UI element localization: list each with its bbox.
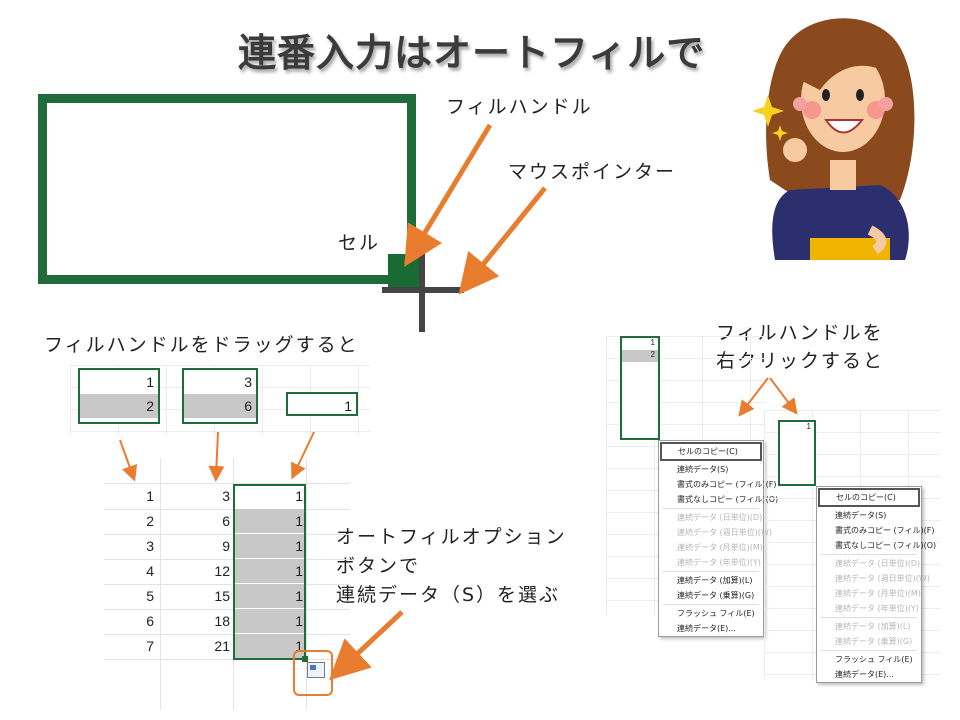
context-menu-item[interactable]: 連続データ (月単位)(M) — [677, 543, 763, 552]
table-row: 1 3 1 — [104, 484, 350, 510]
rc-range-2: 1 — [778, 420, 816, 486]
cell-value: 6 — [184, 394, 256, 418]
context-menu-item[interactable]: 連続データ (乗算)(G) — [835, 637, 913, 646]
table-cell: 15 — [214, 588, 230, 604]
label-option-1: オートフィルオプション — [336, 526, 567, 548]
context-menu-item[interactable]: 連続データ (加算)(L) — [835, 622, 911, 631]
context-menu-item[interactable]: フラッシュ フィル(E) — [677, 609, 755, 618]
cell-value: 1 — [650, 338, 655, 347]
context-menu-item[interactable]: 連続データ(S) — [835, 511, 887, 520]
arrow-right-click-right — [769, 377, 798, 415]
arrow-to-fill-handle — [404, 123, 493, 267]
context-menu-item[interactable]: 連続データ(E)... — [835, 670, 894, 679]
context-menu-item[interactable]: 連続データ (週日単位)(W) — [677, 528, 772, 537]
table-cell: 1 — [295, 613, 303, 629]
context-menu-item[interactable]: 書式のみコピー (フィル)(F) — [677, 480, 777, 489]
before-range-2: 3 6 — [182, 368, 258, 424]
table-cell: 6 — [222, 513, 230, 529]
table-cell: 3 — [146, 538, 154, 554]
table-cell: 3 — [222, 488, 230, 504]
context-menu-1: セルのコピー(C) 連続データ(S) 書式のみコピー (フィル)(F) 書式なしコピー… — [658, 440, 779, 637]
cell-value: 2 — [622, 350, 658, 362]
table-cell: 2 — [146, 513, 154, 529]
context-menu-2: セルのコピー(C) 連続データ(S) 書式のみコピー (フィル)(F) 書式なしコピー… — [816, 486, 937, 683]
table-cell: 12 — [214, 563, 230, 579]
table-cell: 1 — [295, 538, 303, 554]
autofill-options-icon — [310, 665, 316, 670]
label-mouse-pointer: マウスポインター — [508, 161, 677, 183]
result-selection — [233, 484, 306, 660]
table-cell: 7 — [146, 638, 154, 654]
context-menu-item[interactable]: 連続データ (日単位)(D) — [835, 559, 921, 568]
table-cell: 1 — [295, 638, 303, 654]
label-option-2: ボタンで — [336, 555, 421, 577]
context-menu-item[interactable]: 連続データ (加算)(L) — [677, 576, 753, 585]
label-drag-fill: フィルハンドルをドラッグすると — [44, 334, 359, 356]
rc-range-1: 1 2 — [620, 336, 660, 440]
context-menu-item[interactable]: 書式なしコピー (フィル)(O) — [677, 495, 779, 504]
context-menu-item[interactable]: セルのコピー(C) — [660, 442, 762, 461]
table-cell: 1 — [295, 513, 303, 529]
table-row: 4 12 1 — [104, 559, 350, 585]
autofill-options-button[interactable] — [307, 662, 325, 678]
table-cell: 4 — [146, 563, 154, 579]
table-cell: 9 — [222, 538, 230, 554]
context-menu-item[interactable]: 連続データ (日単位)(D) — [677, 513, 763, 522]
cell-value: 2 — [80, 394, 158, 418]
mouse-pointer-cross-v — [419, 250, 425, 332]
table-row: 5 15 1 — [104, 584, 350, 610]
table-cell: 1 — [146, 488, 154, 504]
context-menu-item[interactable]: 書式のみコピー (フィル)(F) — [835, 526, 935, 535]
context-menu-item[interactable]: 連続データ (年単位)(Y) — [677, 558, 761, 567]
context-menu-item[interactable]: セルのコピー(C) — [818, 488, 920, 507]
context-menu-item[interactable]: 書式なしコピー (フィル)(O) — [835, 541, 937, 550]
table-row: 6 18 1 — [104, 609, 350, 635]
table-row: 3 9 1 — [104, 534, 350, 560]
before-range-1: 1 2 — [78, 368, 160, 424]
table-row: 2 6 1 — [104, 509, 350, 535]
context-menu-item[interactable]: 連続データ (年単位)(Y) — [835, 604, 919, 613]
label-cell: セル — [338, 232, 381, 254]
context-menu-item[interactable]: 連続データ (乗算)(G) — [677, 591, 755, 600]
label-fill-handle: フィルハンドル — [446, 96, 593, 118]
table-cell: 1 — [295, 488, 303, 504]
table-cell: 5 — [146, 588, 154, 604]
arrow-to-pointer — [458, 186, 547, 295]
cell-value: 1 — [806, 422, 811, 431]
slide-title: 連番入力はオートフィルで — [238, 31, 706, 75]
context-menu-item[interactable]: 連続データ(E)... — [677, 624, 736, 633]
table-cell: 6 — [146, 613, 154, 629]
context-menu-item[interactable]: フラッシュ フィル(E) — [835, 655, 913, 664]
cell-value: 1 — [146, 374, 154, 390]
table-cell: 21 — [214, 638, 230, 654]
label-option-3: 連続データ（S）を選ぶ — [336, 584, 561, 606]
table-cell: 18 — [214, 613, 230, 629]
cell-illustration — [38, 94, 416, 284]
fill-handle[interactable] — [302, 656, 308, 662]
context-menu-item[interactable]: 連続データ (週日単位)(W) — [835, 574, 930, 583]
context-menu-item[interactable]: 連続データ(S) — [677, 465, 729, 474]
context-menu-item[interactable]: 連続データ (月単位)(M) — [835, 589, 921, 598]
table-cell: 1 — [295, 588, 303, 604]
table-cell: 1 — [295, 563, 303, 579]
cell-value: 3 — [244, 374, 252, 390]
before-range-3: 1 — [286, 392, 358, 416]
